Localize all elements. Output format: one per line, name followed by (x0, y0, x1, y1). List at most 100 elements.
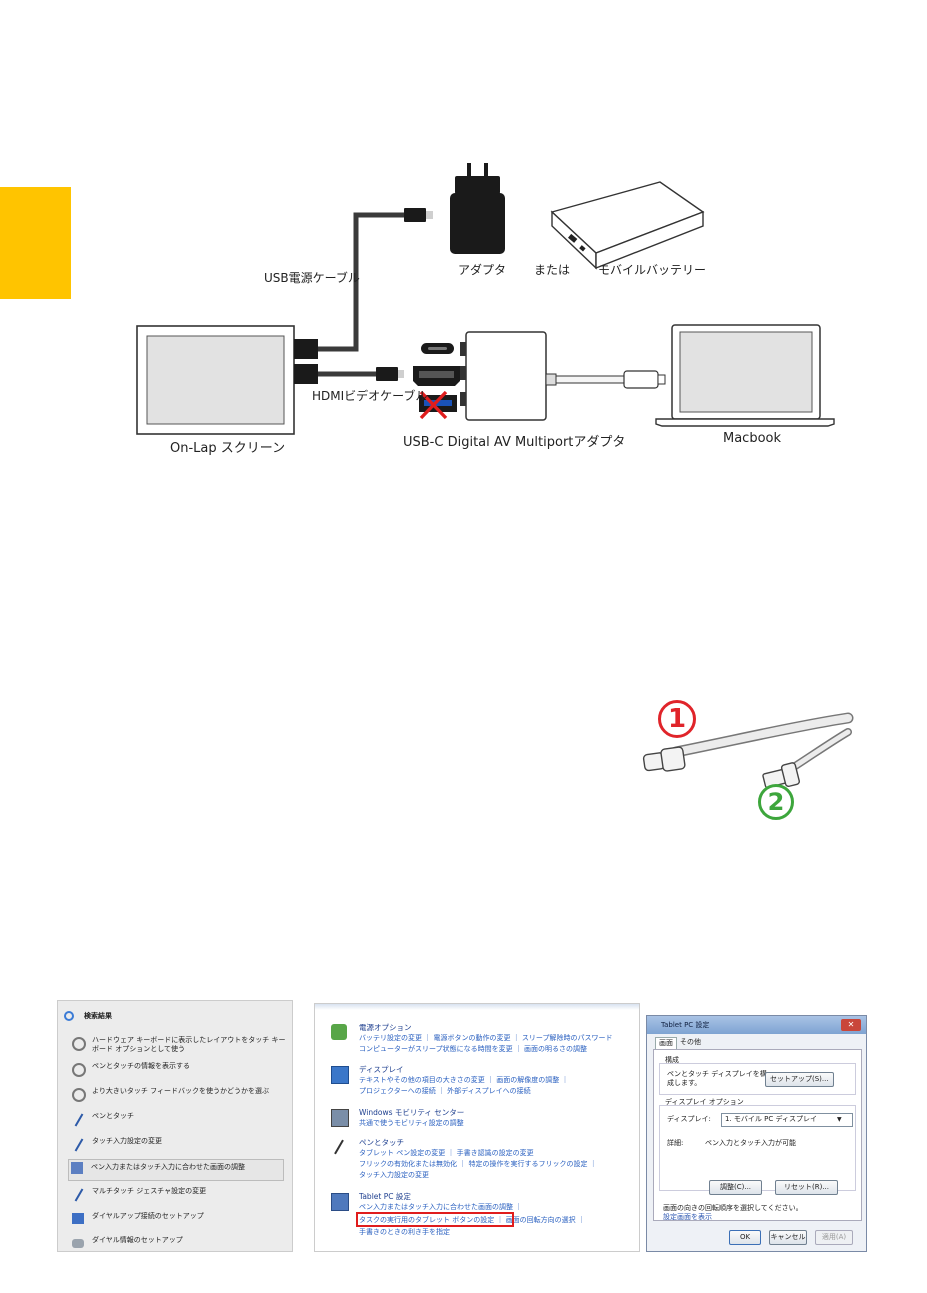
tablet-icon (71, 1162, 83, 1174)
usb-plug-top (404, 208, 426, 222)
number-2: 2 (767, 788, 785, 816)
gear-icon (72, 1037, 86, 1051)
config-text-1: ペンとタッチ ディスプレイを構 (667, 1070, 767, 1078)
search-results-panel: 検索結果 ハードウェア キーボードに表示したレイアウトをタッチ キーボード オプ… (57, 1000, 293, 1252)
search-result-item[interactable]: より大きいタッチ フィードバックを使うかどうかを選ぶ (72, 1086, 286, 1110)
item-title[interactable]: ディスプレイ (359, 1065, 404, 1074)
gear-icon (72, 1088, 86, 1102)
rotation-text: 画面の向きの回転順序を選択してください。 (663, 1204, 803, 1212)
display-options-label: ディスプレイ オプション (665, 1098, 744, 1106)
gear-icon (72, 1063, 86, 1077)
number-1: 1 (667, 704, 687, 734)
ac-adapter-icon (450, 163, 505, 254)
onlap-screen-icon (136, 325, 318, 435)
mobility-icon (331, 1109, 349, 1127)
dialog-titlebar (647, 1016, 866, 1034)
hdmi-plug (376, 367, 398, 381)
search-result-item[interactable]: ハードウェア キーボードに表示したレイアウトをタッチ キーボード オプションとし… (72, 1035, 286, 1059)
network-icon (72, 1213, 84, 1224)
number-2-badge: 2 (758, 784, 794, 820)
usb-cable-label: USB電源ケーブル (264, 271, 360, 285)
search-result-item[interactable]: タッチ入力設定の変更 (72, 1136, 286, 1160)
search-result-item[interactable]: マルチタッチ ジェスチャ設定の変更 (72, 1186, 286, 1210)
rotation-link[interactable]: 設定画面を表示 (663, 1213, 712, 1221)
usb-power-cable (318, 212, 405, 352)
item-links[interactable]: コンピューターがスリープ状態になる時間を変更 ｜ 画面の明るさの調整 (359, 1045, 588, 1053)
connector-1 (642, 746, 686, 772)
item-links[interactable]: テキストやその他の項目の大きさの変更 ｜ 画面の解像度の調整 ｜ (359, 1076, 569, 1084)
dialog-title: Tablet PC 設定 (661, 1021, 710, 1029)
item-links[interactable]: プロジェクターへの接続 ｜ 外部ディスプレイへの接続 (359, 1087, 531, 1095)
search-result-item-selected[interactable]: ペン入力またはタッチ入力に合わせた画面の調整 (68, 1159, 284, 1181)
search-result-item[interactable]: ダイヤル情報のセットアップ (72, 1235, 286, 1251)
item-links[interactable]: タスクの実行用のタブレット ボタンの設定 ｜ 画面の回転方向の選択 ｜ (359, 1216, 585, 1224)
config-label: 構成 (665, 1056, 679, 1064)
macbook-icon (655, 324, 835, 427)
item-title[interactable]: Tablet PC 設定 (359, 1192, 411, 1201)
item-links[interactable]: フリックの有効化または無効化 ｜ 特定の操作を実行するフリックの設定 ｜ (359, 1160, 597, 1168)
reset-button[interactable]: リセット(R)... (775, 1180, 839, 1195)
cancel-button[interactable]: キャンセル (769, 1230, 807, 1245)
tablet-icon (331, 1193, 349, 1211)
item-links[interactable]: 手書きのときの利き手を指定 (359, 1228, 450, 1236)
pen-icon (74, 1188, 84, 1202)
multiport-adapter-icon (413, 331, 547, 421)
details-value: ペン入力とタッチ入力が可能 (705, 1139, 796, 1147)
chevron-down-icon: ▼ (837, 1116, 842, 1123)
settings-gear-icon (64, 1011, 74, 1021)
display-label: ディスプレイ: (667, 1115, 711, 1123)
config-text-2: 成します。 (667, 1079, 702, 1087)
mobile-battery-icon (550, 181, 705, 270)
search-result-text: ハードウェア キーボードに表示したレイアウトをタッチ キーボード オプションとし… (92, 1036, 286, 1053)
search-result-item[interactable]: ペンとタッチ (72, 1111, 286, 1135)
search-result-text: ダイヤル情報のセットアップ (92, 1236, 183, 1244)
phone-icon (72, 1239, 84, 1248)
search-result-text: ペンとタッチの情報を表示する (92, 1062, 190, 1070)
adapter-label: アダプタ (458, 263, 507, 277)
item-links[interactable]: 共通で使うモビリティ設定の調整 (359, 1119, 464, 1127)
search-results-header: 検索結果 (84, 1012, 112, 1020)
details-label: 詳細: (667, 1139, 684, 1147)
search-result-text: タッチ入力設定の変更 (92, 1137, 162, 1145)
setup-button[interactable]: セットアップ(S)... (765, 1072, 834, 1087)
apply-button[interactable]: 適用(A) (815, 1230, 853, 1245)
item-links[interactable]: タッチ入力設定の変更 (359, 1171, 429, 1179)
screen-label: On-Lap スクリーン (170, 441, 286, 456)
tablet-pc-settings-dialog: Tablet PC 設定 ✕ 画面 その他 構成 ペンとタッチ ディスプレイを構… (646, 1015, 867, 1252)
macbook-label: Macbook (723, 431, 782, 446)
ok-button[interactable]: OK (729, 1230, 761, 1245)
pen-icon (74, 1138, 84, 1152)
search-result-text: ペンとタッチ (92, 1112, 134, 1120)
item-title[interactable]: 電源オプション (359, 1023, 412, 1032)
battery-label: モバイルバッテリー (598, 263, 707, 277)
usbc-cable (545, 370, 666, 389)
cable-illustration (642, 712, 854, 789)
item-links[interactable]: タブレット ペン設定の変更 ｜ 手書き認識の設定の変更 (359, 1149, 534, 1157)
item-title[interactable]: Windows モビリティ センター (359, 1108, 465, 1117)
hdmi-cable-label: HDMIビデオケーブル (312, 389, 428, 403)
search-result-item[interactable]: ダイヤルアップ接続のセットアップ (72, 1211, 286, 1235)
item-links[interactable]: バッテリ設定の変更 ｜ 電源ボタンの動作の変更 ｜ スリープ解除時のパスワード (359, 1034, 613, 1042)
section-tab (0, 187, 71, 299)
item-links[interactable]: ペン入力またはタッチ入力に合わせた画面の調整 ｜ (359, 1203, 523, 1211)
search-result-item[interactable]: ペンとタッチの情報を表示する (72, 1061, 286, 1085)
pen-icon (74, 1113, 84, 1127)
highlight-box (356, 1212, 514, 1227)
close-icon[interactable]: ✕ (841, 1019, 861, 1031)
search-result-text: より大きいタッチ フィードバックを使うかどうかを選ぶ (92, 1087, 269, 1095)
battery-icon (331, 1024, 347, 1040)
tab-other[interactable]: その他 (680, 1038, 701, 1046)
search-result-text: ダイヤルアップ接続のセットアップ (92, 1212, 204, 1220)
search-result-text: ペン入力またはタッチ入力に合わせた画面の調整 (91, 1163, 245, 1171)
adjust-button[interactable]: 調整(C)... (709, 1180, 763, 1195)
number-1-badge: 1 (658, 700, 696, 738)
search-result-text: マルチタッチ ジェスチャ設定の変更 (92, 1187, 207, 1195)
connection-diagram (136, 163, 835, 435)
control-panel-window: 電源オプション バッテリ設定の変更 ｜ 電源ボタンの動作の変更 ｜ スリープ解除… (314, 1003, 640, 1252)
item-title[interactable]: ペンとタッチ (359, 1138, 404, 1147)
monitor-icon (331, 1066, 349, 1084)
or-label: または (534, 263, 571, 277)
display-select[interactable]: 1. モバイル PC ディスプレイ (721, 1113, 853, 1127)
pen-icon (334, 1139, 344, 1155)
multiport-label: USB-C Digital AV Multiportアダプタ (403, 435, 626, 450)
